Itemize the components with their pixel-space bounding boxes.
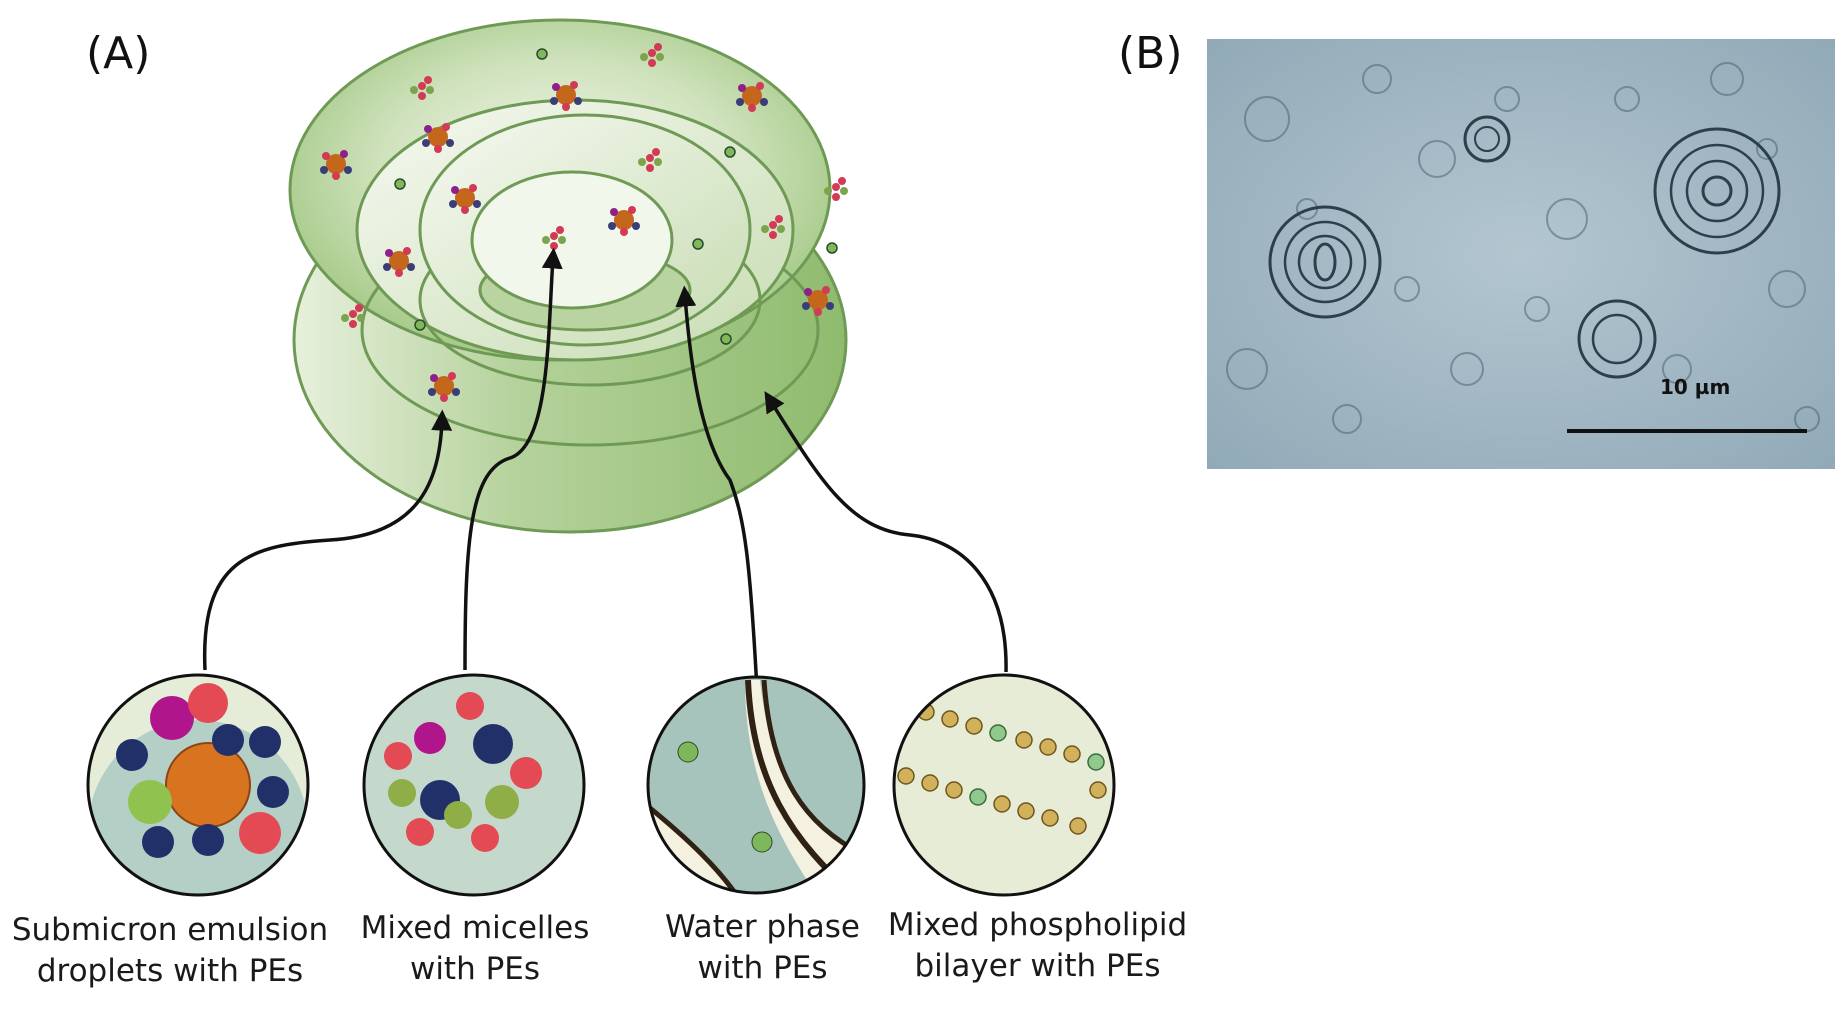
- panel-a-label: (A): [86, 28, 151, 79]
- caption-emulsion-droplets: Submicron emulsion droplets with PEs: [10, 910, 330, 992]
- caption-line: Water phase: [664, 909, 861, 945]
- multilamellar-vesicles: [1268, 115, 1781, 379]
- caption-line: Mixed micelles: [360, 910, 590, 946]
- caption-mixed-micelles: Mixed micelles with PEs: [345, 908, 605, 990]
- caption-line: with PEs: [697, 950, 828, 986]
- inset-water-phase: [646, 675, 866, 895]
- inset-phospholipid-bilayer: [892, 673, 1116, 897]
- droplet-particles: [320, 81, 834, 402]
- micelle-particles: [341, 43, 848, 328]
- caption-line: Mixed phospholipid: [887, 907, 1188, 943]
- connector-arrows: [202, 247, 1008, 691]
- inset-mixed-micelle: [362, 673, 586, 897]
- caption-line: Submicron emulsion: [11, 912, 329, 948]
- micrograph-render: [1207, 39, 1835, 469]
- inset-emulsion-droplet: [86, 673, 310, 897]
- panel-b-label: (B): [1118, 28, 1183, 79]
- caption-line: droplets with PEs: [36, 953, 304, 989]
- water-phase-molecules: [394, 48, 838, 345]
- caption-water-phase: Water phase with PEs: [655, 907, 870, 989]
- scale-bar-label: 10 µm: [1660, 375, 1731, 399]
- caption-phospholipid-bilayer: Mixed phospholipid bilayer with PEs: [880, 905, 1195, 987]
- micrograph-image: [1207, 39, 1835, 469]
- caption-line: bilayer with PEs: [914, 948, 1161, 984]
- caption-line: with PEs: [409, 951, 541, 987]
- multilamellar-vesicle: [288, 18, 848, 534]
